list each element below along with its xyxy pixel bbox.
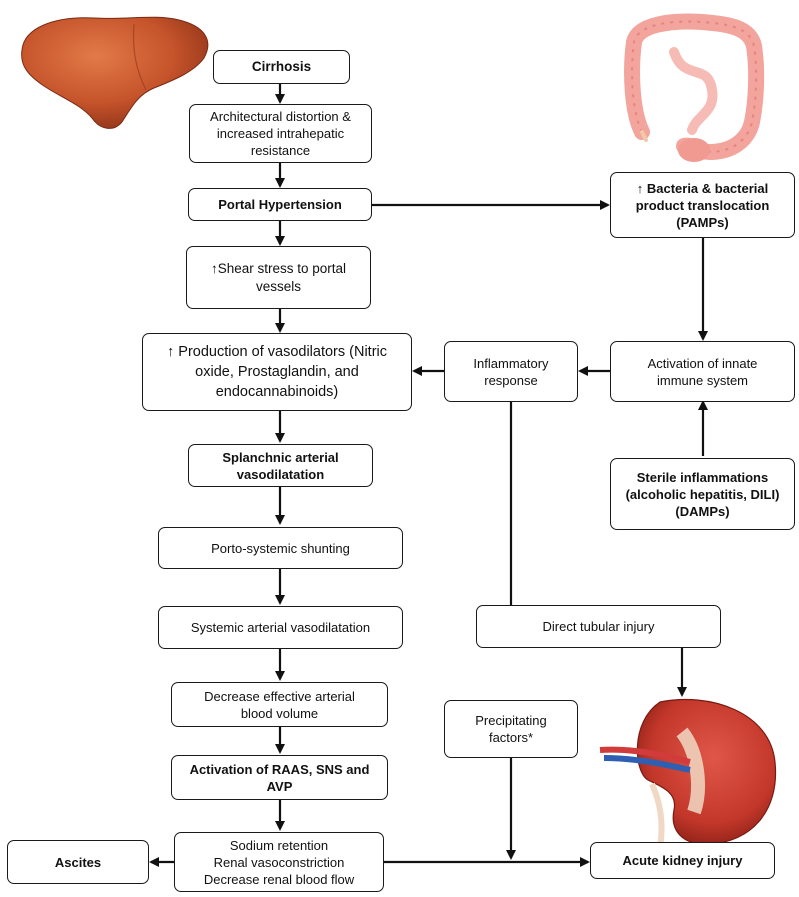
systemic-vasodilatation-box: Systemic arterial vasodilatation xyxy=(158,606,403,649)
vasodilators-label: ↑ Production of vasodilators (Nitric oxi… xyxy=(167,344,387,400)
vasodilators-box: ↑ Production of vasodilators (Nitric oxi… xyxy=(142,333,412,411)
liver-illustration xyxy=(21,16,209,129)
precipitating-factors-box: Precipitating factors* xyxy=(444,700,578,758)
splanchnic-box: Splanchnic arterial vasodilatation xyxy=(188,444,373,487)
portal-hypertension-label: Portal Hypertension xyxy=(218,197,342,212)
inflammatory-response-label: Inflammatory response xyxy=(473,355,549,388)
sterile-inflammation-label: Sterile inflammations (alcoholic hepatit… xyxy=(625,469,780,519)
innate-immune-label: Activation of innate immune system xyxy=(647,355,758,388)
renal-blood-flow-label: Decrease renal blood flow xyxy=(203,871,355,887)
direct-tubular-injury-label: Direct tubular injury xyxy=(542,619,655,634)
direct-tubular-injury-box: Direct tubular injury xyxy=(476,605,721,648)
ascites-box: Ascites xyxy=(7,840,149,884)
cirrhosis-box: Cirrhosis xyxy=(213,50,350,84)
acute-kidney-injury-label: Acute kidney injury xyxy=(622,853,743,868)
raas-box: Activation of RAAS, SNS and AVP xyxy=(171,755,388,800)
acute-kidney-injury-box: Acute kidney injury xyxy=(590,842,775,879)
systemic-vasodilatation-label: Systemic arterial vasodilatation xyxy=(190,620,371,635)
bacteria-translocation-label: ↑ Bacteria & bacterial product transloca… xyxy=(635,180,770,230)
distortion-box: Architectural distortion & increased int… xyxy=(189,104,372,163)
sterile-inflammation-box: Sterile inflammations (alcoholic hepatit… xyxy=(610,458,795,530)
cirrhosis-label: Cirrhosis xyxy=(251,59,312,74)
shear-stress-box: ↑Shear stress to portal vessels xyxy=(186,246,371,309)
sodium-retention-box: Sodium retention Renal vasoconstriction … xyxy=(174,832,384,892)
porto-systemic-box: Porto-systemic shunting xyxy=(158,527,403,569)
distortion-label: Architectural distortion & increased int… xyxy=(210,109,351,158)
portal-hypertension-box: Portal Hypertension xyxy=(188,188,372,221)
bacteria-translocation-box: ↑ Bacteria & bacterial product transloca… xyxy=(610,172,795,238)
decrease-volume-label: Decrease effective arterial blood volume xyxy=(204,688,355,721)
innate-immune-box: Activation of innate immune system xyxy=(610,341,795,402)
shear-stress-label: ↑Shear stress to portal vessels xyxy=(210,260,347,294)
porto-systemic-label: Porto-systemic shunting xyxy=(211,540,350,556)
precipitating-factors-label: Precipitating factors* xyxy=(475,713,547,745)
inflammatory-response-box: Inflammatory response xyxy=(444,341,578,402)
colon-illustration xyxy=(624,13,765,162)
decrease-volume-box: Decrease effective arterial blood volume xyxy=(171,682,388,727)
sodium-retention-label: Sodium retention xyxy=(229,837,329,853)
renal-vasoconstriction-label: Renal vasoconstriction xyxy=(213,854,345,870)
splanchnic-label: Splanchnic arterial vasodilatation xyxy=(222,449,339,482)
raas-label: Activation of RAAS, SNS and AVP xyxy=(189,761,370,794)
ascites-label: Ascites xyxy=(54,854,102,870)
